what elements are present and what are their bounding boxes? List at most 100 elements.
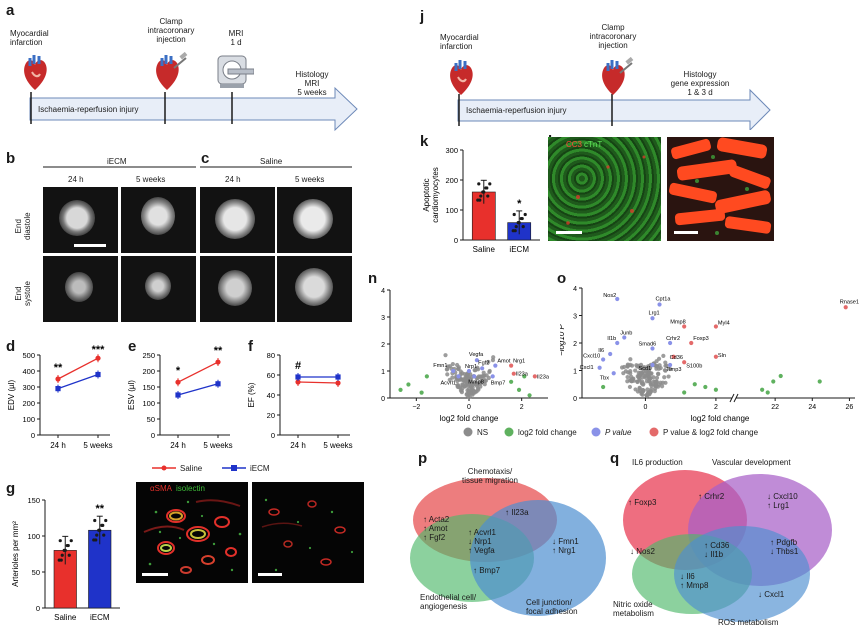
legend-iecm-marker [231, 465, 237, 471]
gene-label: Il23a [516, 372, 529, 378]
heart-clamp-icon [602, 57, 634, 95]
scale-bar-i [258, 573, 282, 576]
mri-image-iecm-24h-diastole [43, 187, 118, 253]
mri-col-5w-b: 5 weeks [136, 175, 166, 184]
venn-q-r2: ↑ Crhr2 [698, 492, 725, 501]
series-line-saline [177, 361, 219, 383]
y-tick-label: 100 [445, 206, 458, 215]
point-gene [713, 324, 719, 329]
gene-label: Nrp1 [465, 364, 477, 370]
point-ns [628, 357, 633, 362]
y-tick-label: 150 [142, 383, 155, 392]
timeline-a [29, 86, 358, 132]
y-axis-label: EDV (µl) [7, 379, 16, 410]
venn-p-r2: ↑ Il23a [505, 508, 529, 517]
point-ns [487, 368, 492, 374]
point-gene [511, 371, 516, 376]
point-ns [640, 392, 645, 397]
x-tick-label: −2 [412, 404, 420, 411]
point-lfc [509, 379, 514, 384]
y-tick-label: 150 [27, 496, 40, 505]
y-axis-label: Arterioles per mm² [11, 521, 20, 587]
data-dot [514, 225, 518, 229]
point-gene [611, 371, 616, 376]
venn-q-r3: ↓ Cxcl10 ↑ Lrg1 [767, 492, 798, 510]
point-lfc [406, 382, 411, 387]
gene-label: Tbx [600, 375, 610, 381]
point-ns [619, 365, 625, 370]
point-ns [458, 369, 463, 374]
timeline-a-histology: Histology MRI 5 weeks [295, 70, 329, 97]
point-iecm [175, 392, 181, 398]
scale-bar [74, 244, 106, 247]
venn-p-left-label: Endothelial cell/ angiogenesis [420, 593, 477, 611]
y-tick-label: 60 [267, 371, 275, 380]
point-ns [490, 358, 496, 363]
point-gene [474, 358, 479, 363]
venn-q-top-left-label: IL6 production [632, 458, 683, 467]
point-gene [456, 374, 461, 379]
x-tick-label: 2 [520, 404, 524, 411]
timeline-arrow-j [457, 88, 771, 130]
x-tick-label: iECM [509, 245, 529, 254]
point-ns [472, 390, 477, 395]
point-ns [478, 381, 483, 386]
axis-break [729, 393, 735, 403]
venn-q-left-label: Nitric oxide metabolism [613, 600, 654, 618]
point-ns [656, 372, 661, 377]
gene-label: Il23a [537, 374, 550, 380]
y-axis-label: −log10 P [560, 323, 566, 355]
heart-clamp-icon [156, 52, 188, 90]
timeline-j [457, 88, 771, 130]
timeline-arrow-a [29, 86, 358, 132]
y-tick-label: 1 [381, 369, 385, 376]
y-tick-label: 50 [147, 415, 155, 424]
panel-label-j: j [420, 8, 425, 25]
gene-label: Mmp8 [468, 379, 484, 385]
point-ns [475, 367, 481, 372]
point-ns [479, 374, 485, 379]
point-gene [689, 340, 694, 346]
y-axis-label: cardiomyocytes [431, 167, 440, 223]
point-ns [465, 373, 470, 378]
label-cc3: CC3 [566, 140, 583, 149]
heart-icon [450, 60, 473, 95]
point-ns [470, 382, 476, 388]
label-asma: αSMA [150, 484, 172, 493]
point-gene [843, 305, 848, 310]
venn-p [410, 478, 606, 616]
point-ns [648, 376, 653, 381]
point-ns [653, 386, 658, 391]
gene-label: Fmn1 [433, 363, 447, 369]
significance-mark: ** [214, 345, 223, 357]
point-ns [482, 382, 487, 387]
scale-bar-m [674, 231, 698, 234]
data-dot [481, 190, 485, 194]
point-lfc [692, 382, 697, 387]
point-ns [486, 359, 491, 365]
data-dot [100, 523, 104, 527]
point-lfc [682, 390, 687, 395]
point-gene [493, 363, 498, 368]
significance-mark: * [517, 198, 522, 210]
y-tick-label: 2 [381, 342, 385, 349]
point-ns [483, 378, 489, 383]
point-lfc [817, 379, 822, 384]
timeline-j-mi: Myocardial infarction [440, 33, 479, 51]
gene-label: Cxcl10 [583, 354, 600, 360]
label-ctnt: cTnT [584, 140, 603, 149]
legend-saline: Saline [180, 464, 203, 473]
venn-q-r8: ↓ Cxcl1 [758, 590, 785, 599]
data-dot [512, 212, 516, 217]
data-dot [95, 533, 99, 537]
mri-row-diastole: End diastole [14, 212, 32, 240]
point-lfc [778, 373, 783, 379]
y-tick-label: 4 [381, 288, 385, 295]
point-gene [601, 357, 606, 362]
data-dot [104, 518, 108, 523]
legend-iecm: iECM [250, 464, 270, 473]
point-ns [654, 379, 659, 384]
y-tick-label: 50 [32, 568, 40, 577]
